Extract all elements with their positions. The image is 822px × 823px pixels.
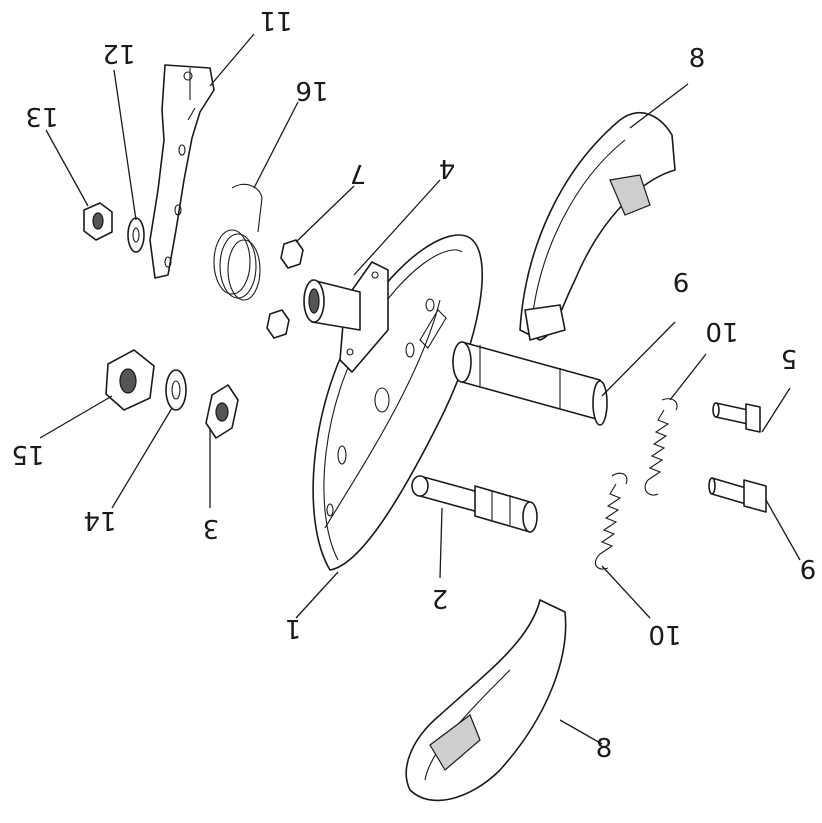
- label-part-15: 15: [11, 439, 44, 469]
- nut-13: [83, 202, 113, 241]
- washer-12: [127, 217, 145, 253]
- small-nut-7: [266, 239, 304, 339]
- label-part-1: 1: [285, 613, 302, 643]
- spring-10-upper: [644, 398, 678, 496]
- pin-shaft-6: [452, 341, 608, 426]
- label-part-8-top: 8: [689, 44, 706, 74]
- torsion-spring-16: [213, 183, 263, 301]
- label-part-3: 3: [203, 513, 220, 543]
- label-part-14: 14: [83, 505, 116, 535]
- label-part-8-bottom: 8: [596, 734, 613, 764]
- nut-3: [205, 384, 239, 439]
- washer-14: [165, 369, 187, 411]
- leader-lines: [39, 33, 801, 745]
- nut-15: [105, 349, 155, 411]
- brake-shoe-bottom: [405, 599, 567, 802]
- label-part-5: 5: [781, 343, 798, 373]
- label-part-9: 9: [800, 553, 817, 583]
- label-part-6: 6: [673, 269, 690, 299]
- lever-arm-11: [149, 64, 215, 279]
- brake-shoe-top: [519, 111, 676, 341]
- label-part-4: 4: [439, 153, 456, 183]
- label-part-11: 11: [259, 5, 292, 35]
- backing-plate: [312, 234, 484, 571]
- label-part-10-lower: 10: [648, 619, 681, 649]
- label-part-2: 2: [432, 583, 449, 613]
- spring-10-lower: [594, 472, 628, 570]
- part-labels: 1 2 3 4 5 6 7 8 8 9 10 10 11 12 13 14 15…: [11, 5, 816, 764]
- label-part-12: 12: [102, 38, 135, 68]
- cam-shaft: [411, 475, 538, 533]
- bolt-5: [712, 402, 761, 433]
- label-part-7: 7: [350, 158, 367, 188]
- bolt-9: [708, 477, 767, 513]
- label-part-10-upper: 10: [705, 316, 738, 346]
- label-part-16: 16: [295, 75, 328, 105]
- label-part-13: 13: [25, 101, 58, 131]
- hub-flange: [303, 261, 389, 373]
